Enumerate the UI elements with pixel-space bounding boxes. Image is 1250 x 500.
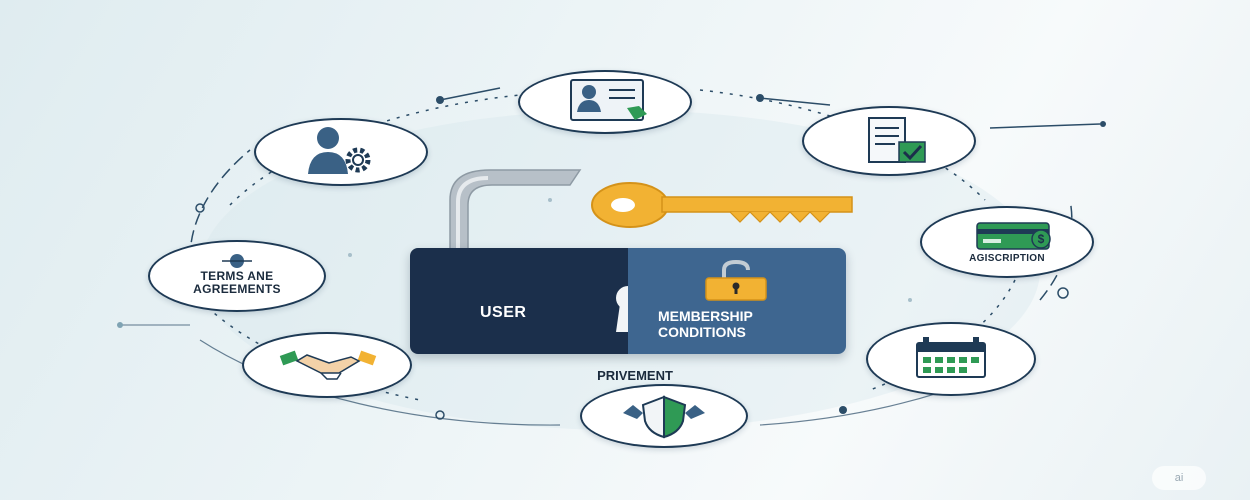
node-shield[interactable] (580, 384, 748, 448)
badge-icon (222, 253, 252, 268)
small-padlock-icon (705, 260, 767, 301)
calendar-icon (916, 337, 986, 378)
membership-panel: MEMBERSHIP CONDITIONS (628, 248, 846, 354)
node-id-document[interactable] (518, 70, 692, 134)
node-handshake[interactable] (242, 332, 412, 398)
document-check-icon (868, 117, 926, 163)
key-icon (591, 182, 853, 228)
node-calendar[interactable] (866, 322, 1036, 396)
user-panel: USER (410, 248, 640, 354)
watermark-badge: ai (1152, 466, 1206, 490)
membership-label-line2: CONDITIONS (658, 324, 746, 340)
node-subscription[interactable]: $ AGISCRIPTION (920, 206, 1094, 278)
handshake-icon (279, 350, 377, 380)
shield-icon (623, 395, 705, 439)
terms-label-line1: TERMS ANE (200, 268, 274, 283)
id-card-icon (570, 79, 647, 121)
subscription-label: AGISCRIPTION (969, 252, 1045, 264)
privement-label: PRIVEMENT (597, 368, 673, 383)
lock-shackle-and-key (449, 169, 853, 251)
shackle-icon (449, 169, 582, 251)
node-document-approved[interactable] (802, 106, 976, 176)
svg-text:$: $ (1038, 232, 1045, 246)
center-lock: USER MEMBERSHIP CONDITIONS (410, 248, 846, 354)
terms-label-line2: AGREEMENTS (193, 282, 281, 296)
node-user-settings[interactable] (254, 118, 428, 186)
membership-label-line1: MEMBERSHIP (658, 308, 753, 324)
user-gear-icon (308, 127, 371, 174)
node-terms-agreements[interactable]: TERMS ANE AGREEMENTS (148, 240, 326, 312)
credit-card-dollar-icon: $ (976, 221, 1051, 250)
user-label: USER (480, 304, 527, 321)
